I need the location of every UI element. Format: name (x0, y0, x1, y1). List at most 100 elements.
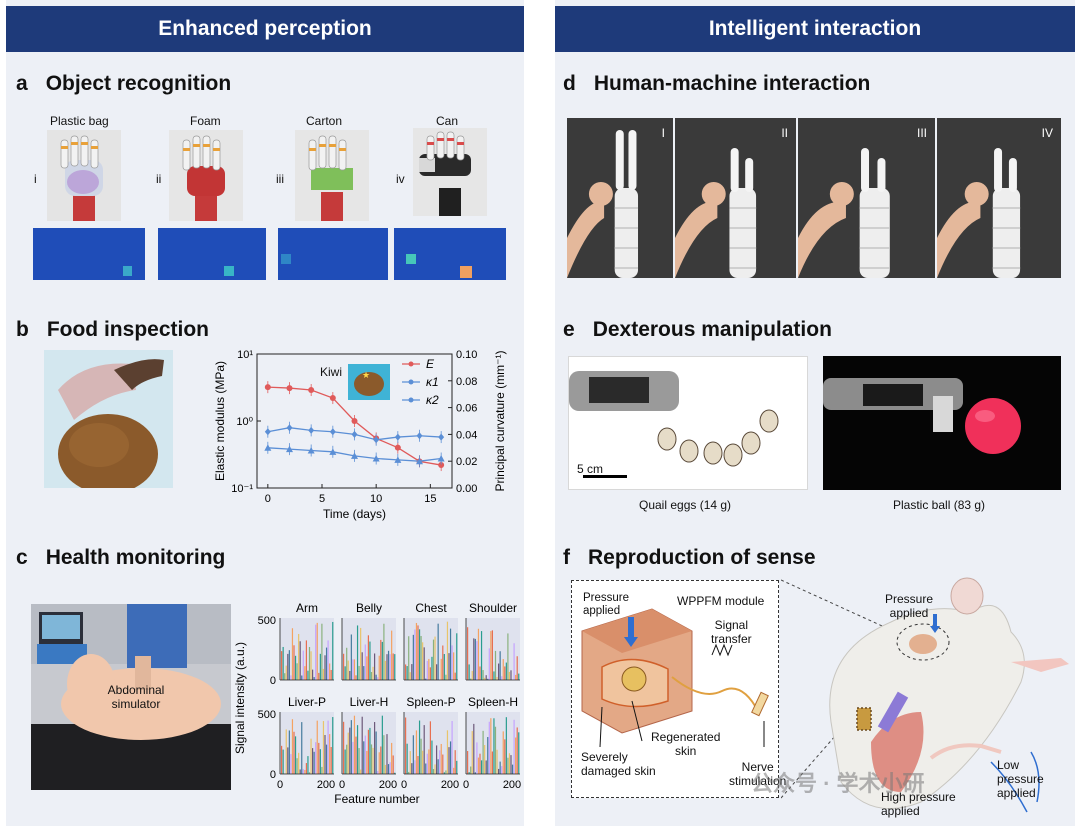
feature-bar (406, 743, 408, 774)
feature-bar (355, 675, 357, 680)
feature-bar (405, 664, 407, 680)
feature-bar (477, 628, 480, 680)
feature-bar (287, 747, 289, 774)
kiwi-inset-label: Kiwi (320, 365, 342, 379)
low-pressure-line3: applied (997, 786, 1036, 800)
feature-bar (298, 752, 300, 774)
legend-swatch-marker (408, 379, 414, 385)
feature-bar (420, 738, 422, 774)
feature-bar (510, 670, 512, 680)
kiwi-inset-star: ★ (362, 370, 370, 380)
feature-bar (284, 673, 286, 680)
feature-bar (446, 621, 449, 680)
feature-bar (482, 670, 484, 680)
feature-bar (443, 654, 445, 680)
feature-bar (467, 627, 469, 680)
feature-bar (394, 772, 396, 774)
feature-bar (516, 656, 518, 680)
feature-bar (346, 647, 348, 680)
feature-bar (372, 666, 374, 680)
feature-bar (301, 722, 303, 774)
inset-regen-label: Regenerated skin (651, 730, 720, 758)
feature-bar (290, 675, 292, 680)
series-2-point (394, 456, 402, 463)
feature-bar (386, 734, 388, 774)
feature-bar (298, 633, 300, 680)
feature-bar (325, 744, 328, 774)
right-banner: Intelligent interaction (555, 6, 1075, 52)
feature-bar (282, 646, 284, 680)
feature-bar (479, 666, 481, 680)
object-label-carton: Carton (306, 114, 343, 128)
feature-bar (350, 720, 352, 774)
feature-bar (493, 718, 495, 774)
panel-x-tick-start: 0 (339, 779, 345, 791)
feature-bar (366, 750, 368, 774)
panel-x-tick-end: 200 (441, 779, 459, 791)
feature-bar (315, 742, 317, 774)
feature-bar (391, 742, 393, 774)
feature-bar (513, 643, 515, 680)
feature-bar (504, 666, 506, 680)
feature-bar (363, 741, 365, 774)
feature-bar (313, 677, 315, 680)
low-pressure-label: Low pressure applied (997, 758, 1044, 800)
feature-bar (364, 735, 366, 774)
feature-bar (490, 631, 492, 680)
heatmap-hotspot (281, 254, 291, 264)
feature-bar (454, 672, 456, 680)
feature-bar (378, 752, 380, 774)
feature-bar (327, 720, 329, 774)
y2-tick-label: 0.04 (456, 429, 477, 441)
feature-bar (294, 736, 297, 774)
feature-bar (322, 721, 325, 774)
feature-bar (487, 737, 489, 774)
feature-bar (293, 731, 295, 774)
hmi-frame-label-3: III (916, 126, 927, 140)
panel-y-tick-top: 500 (258, 615, 276, 627)
feature-bar (490, 718, 492, 774)
feature-bar (498, 663, 500, 680)
y-tick-label: 10⁻¹ (231, 483, 253, 495)
feature-bar (358, 665, 360, 680)
inset-damaged-line1: Severely (581, 750, 628, 764)
feature-bar (453, 767, 455, 774)
y2-tick-label: 0.10 (456, 349, 477, 361)
feature-bar (291, 628, 294, 680)
feature-bar (471, 731, 473, 774)
skin-module-inset (571, 580, 779, 798)
feature-bar (299, 641, 301, 680)
feature-bar (406, 666, 408, 680)
heatmap-hotspot (224, 266, 234, 276)
feature-bar (285, 665, 287, 680)
y2-tick-label: 0.08 (456, 376, 477, 388)
y2-tick-label: 0.06 (456, 403, 477, 415)
inset-nerve-label: Nerve stimulation (729, 760, 786, 788)
feature-bar (420, 635, 422, 680)
feature-bar (415, 730, 418, 774)
feature-bar (364, 644, 366, 680)
panel-x-tick-end: 200 (379, 779, 397, 791)
feature-bar (285, 729, 287, 774)
feature-bar (378, 655, 380, 680)
feature-bar (428, 658, 430, 680)
feature-bar (324, 655, 326, 680)
series-0-point (438, 462, 445, 469)
series-1-point (438, 433, 445, 441)
feature-bar (313, 751, 315, 774)
rat-pressure-line1: Pressure (885, 592, 934, 606)
feature-bar (415, 622, 418, 680)
feature-bar (332, 717, 334, 774)
hmi-frame-label-4: IV (1041, 126, 1053, 140)
feature-bar (290, 754, 292, 774)
feature-bar (296, 663, 298, 680)
feature-bar (454, 750, 456, 774)
object-roman-iv: iv (396, 172, 405, 186)
feature-bar (389, 654, 391, 680)
feature-bar (387, 650, 390, 680)
feature-bar (443, 772, 445, 774)
feature-bar (491, 630, 493, 680)
feature-bar (493, 671, 495, 680)
